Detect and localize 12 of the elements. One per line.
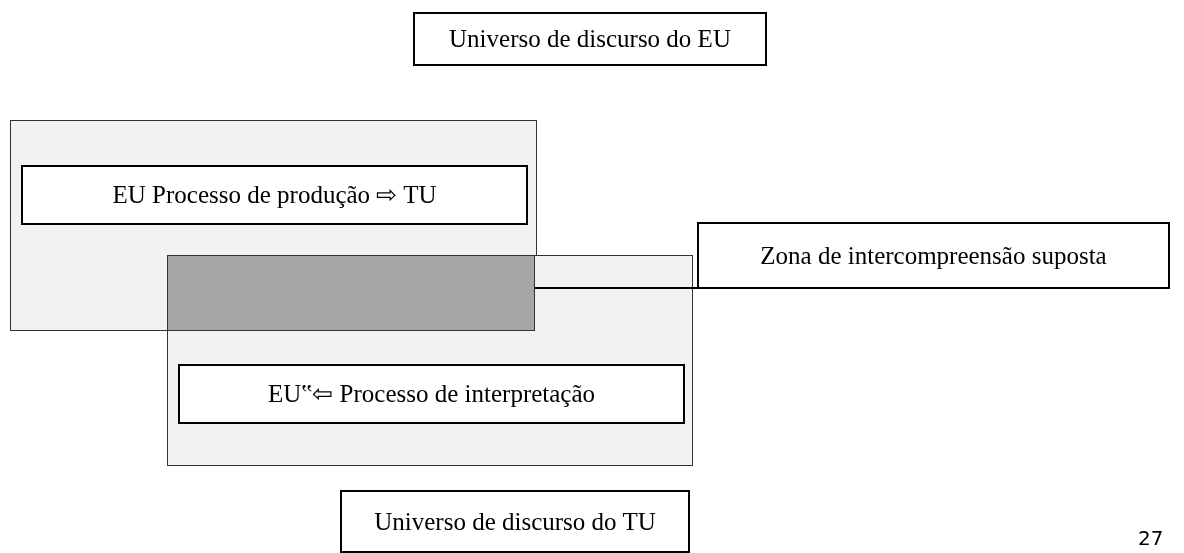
- page-number: 27: [1138, 528, 1164, 548]
- box-text: EU Processo de produção ⇨ TU: [112, 180, 437, 211]
- box-text: Zona de intercompreensão suposta: [760, 240, 1107, 271]
- box-text: Universo de discurso do TU: [374, 506, 656, 537]
- box-text: EU‟⇦ Processo de interpretação: [267, 379, 596, 410]
- text-box: [413, 12, 767, 66]
- text-box: [21, 165, 528, 225]
- text-box: [178, 364, 685, 424]
- box-text: Universo de discurso do EU: [449, 24, 731, 55]
- text-box: [697, 222, 1170, 289]
- overlap-zone: [167, 255, 535, 331]
- text-box: [340, 490, 690, 553]
